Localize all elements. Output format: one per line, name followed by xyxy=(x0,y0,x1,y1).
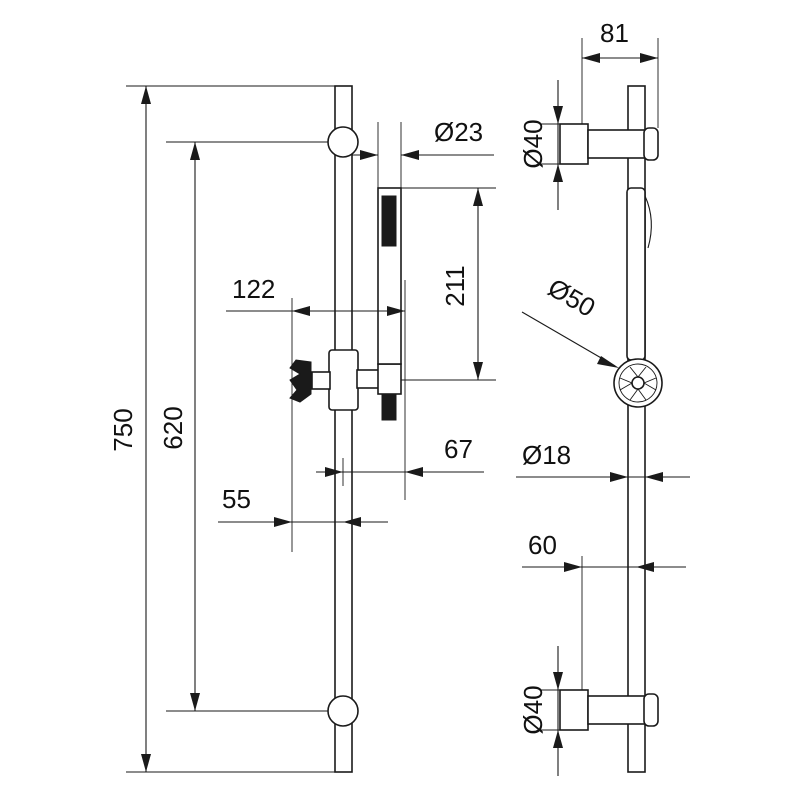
front-top-bracket xyxy=(327,126,359,158)
dim-122: 122 xyxy=(226,274,406,552)
dim-620: 620 xyxy=(158,141,328,712)
dim-122-label: 122 xyxy=(232,274,275,304)
dim-620-label: 620 xyxy=(158,406,188,449)
side-shower-head xyxy=(644,195,652,249)
dim-67-label: 67 xyxy=(444,434,473,464)
dim-81: 81 xyxy=(581,18,659,128)
front-holder-cradle xyxy=(377,363,402,395)
front-shower-head-grille xyxy=(381,195,397,247)
dim-211: 211 xyxy=(401,187,496,381)
dim-d50-label: Ø50 xyxy=(543,272,601,323)
dim-d23: Ø23 xyxy=(352,117,494,188)
dim-60-label: 60 xyxy=(528,530,557,560)
front-hose-connector xyxy=(381,393,397,421)
dim-750: 750 xyxy=(108,85,335,773)
dim-d40-top-label: Ø40 xyxy=(518,119,548,168)
front-slider-body xyxy=(328,349,359,411)
front-knob xyxy=(289,359,312,403)
dim-750-label: 750 xyxy=(108,408,138,451)
side-bottom-clamp xyxy=(643,693,659,727)
front-view xyxy=(289,85,402,773)
dim-d40-top: Ø40 xyxy=(518,80,563,210)
dim-d50: Ø50 xyxy=(521,272,619,368)
dim-d23-label: Ø23 xyxy=(434,117,483,147)
side-view xyxy=(559,85,663,773)
dim-d40-bottom-label: Ø40 xyxy=(518,685,548,734)
dim-81-label: 81 xyxy=(600,18,629,48)
front-knob-stem xyxy=(311,371,331,390)
side-top-arm xyxy=(587,129,649,159)
front-holder-arm xyxy=(356,369,380,389)
dim-d18: Ø18 xyxy=(516,440,690,482)
side-top-clamp xyxy=(643,127,659,161)
front-rail xyxy=(334,85,353,773)
dim-67: 67 xyxy=(316,434,484,486)
dim-d40-bottom: Ø40 xyxy=(518,646,563,776)
dim-55: 55 xyxy=(218,484,388,527)
side-hand-shower xyxy=(626,187,646,361)
dim-55-label: 55 xyxy=(222,484,251,514)
side-bottom-flange xyxy=(559,689,589,731)
side-top-flange xyxy=(559,123,589,165)
dim-60: 60 xyxy=(522,530,686,690)
side-slider-knob xyxy=(613,358,663,408)
dim-211-label: 211 xyxy=(440,265,470,306)
side-bottom-arm xyxy=(587,695,649,725)
front-bottom-bracket xyxy=(327,695,359,727)
dim-d18-label: Ø18 xyxy=(522,440,571,470)
